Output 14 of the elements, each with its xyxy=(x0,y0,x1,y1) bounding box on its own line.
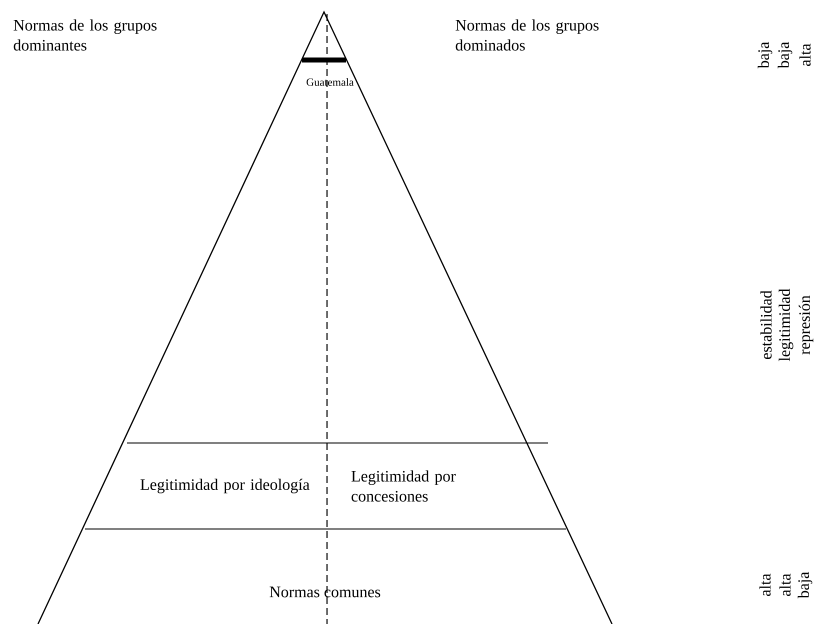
label-text: Normas de los grupos dominados xyxy=(456,19,599,51)
label-text: Normas de los grupos dominantes xyxy=(14,19,157,51)
rotated-label: alta xyxy=(779,574,791,596)
rotated-label: represión xyxy=(798,295,814,354)
rotated-label: baja xyxy=(758,42,772,68)
rotated-label: estabilidad xyxy=(760,290,772,360)
label-text: Normas comunes xyxy=(270,586,380,598)
rotated-label: alta xyxy=(799,44,811,66)
rotated-label: alta xyxy=(759,574,771,596)
rotated-label: baja xyxy=(798,572,812,598)
label-text: Legitimidad por ideología xyxy=(140,478,310,494)
rotated-label: baja xyxy=(778,42,792,68)
label-text: Legitimidad por concesiones xyxy=(351,470,456,502)
rotated-label: legitimidad xyxy=(778,288,794,362)
